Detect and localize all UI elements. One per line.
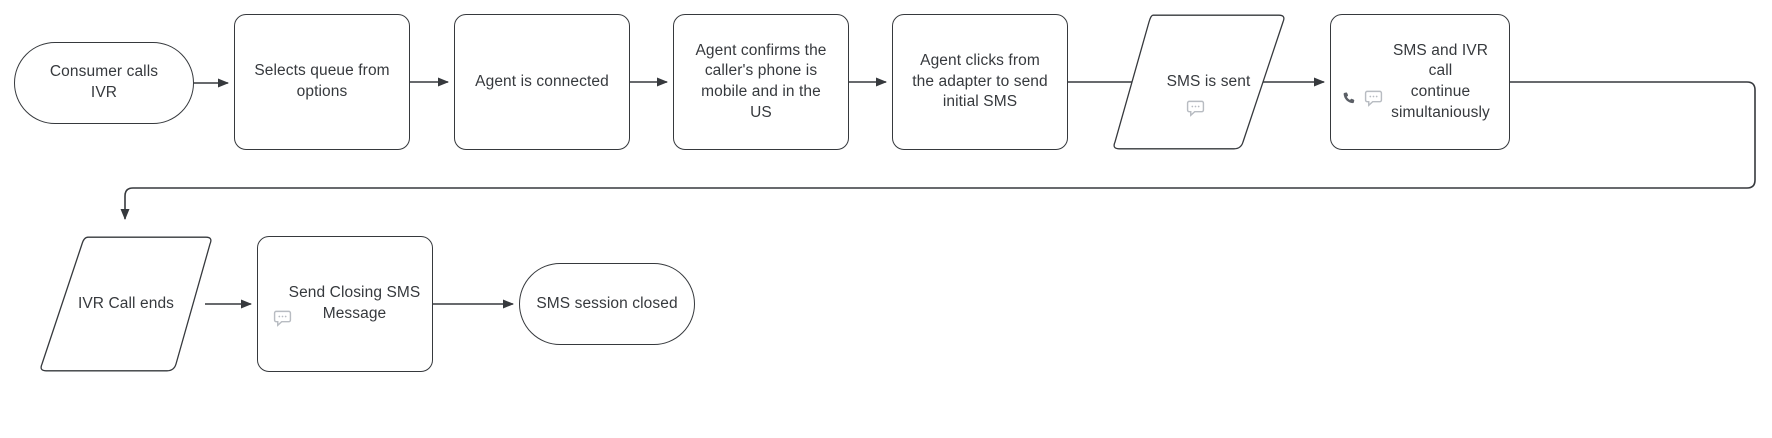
node-label-send-closing-sms: Send Closing SMS Message <box>288 284 421 322</box>
node-label-selects-queue: Selects queue from options <box>254 62 390 100</box>
node-consumer-calls-ivr[interactable]: Consumer calls IVR <box>14 42 194 124</box>
sms-bubble-icon <box>273 310 291 327</box>
node-label-sms-is-sent: SMS is sent <box>1166 72 1251 90</box>
node-agent-confirms-phone[interactable]: Agent confirms the caller's phone is mob… <box>673 14 849 150</box>
node-label-sms-ivr-simultaneous: SMS and IVR call continue simultaniously <box>1391 41 1490 121</box>
node-icons-send-closing-sms <box>273 309 292 328</box>
node-label-ivr-call-ends: IVR Call ends <box>77 294 175 312</box>
node-label-agent-connected: Agent is connected <box>475 72 609 90</box>
node-label-agent-clicks-adapter: Agent clicks from the adapter to send in… <box>912 52 1048 111</box>
node-label-sms-session-closed: SMS session closed <box>536 294 678 312</box>
node-sms-session-closed[interactable]: SMS session closed <box>519 263 695 345</box>
node-label-consumer-calls-ivr: Consumer calls IVR <box>49 63 159 101</box>
node-agent-clicks-adapter[interactable]: Agent clicks from the adapter to send in… <box>892 14 1068 150</box>
phone-icon <box>1343 91 1355 103</box>
node-ivr-call-ends[interactable]: IVR Call ends <box>38 236 214 372</box>
node-label-agent-confirms-phone: Agent confirms the caller's phone is mob… <box>695 41 827 121</box>
node-agent-connected[interactable]: Agent is connected <box>454 14 630 150</box>
node-icons-sms-is-sent <box>1186 99 1205 118</box>
node-sms-ivr-simultaneous[interactable]: SMS and IVR call continue simultaniously <box>1330 14 1510 150</box>
node-sms-is-sent[interactable]: SMS is sent <box>1111 14 1287 150</box>
node-selects-queue[interactable]: Selects queue from options <box>234 14 410 150</box>
sms-bubble-icon <box>1186 100 1204 117</box>
node-send-closing-sms[interactable]: Send Closing SMS Message <box>257 236 433 372</box>
